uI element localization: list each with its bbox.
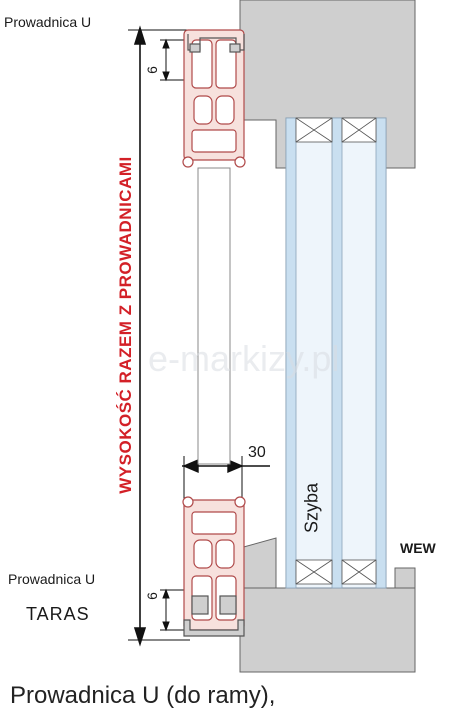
- caption: Prowadnica U (do ramy),: [10, 682, 276, 709]
- bottom-offset-value: 6: [143, 592, 160, 600]
- glass-pane-3: [375, 117, 387, 589]
- top-rail-channel: [187, 34, 245, 53]
- top-rail-label: Prowadnica U: [4, 14, 92, 30]
- top-offset-value: 6: [143, 66, 160, 74]
- height-dimension: [128, 25, 190, 647]
- taras-label: TARAS: [26, 604, 90, 624]
- height-label: WYSOKOŚĆ RAZEM Z PROWADNICAMI: [116, 156, 135, 494]
- top-rail-profile: [182, 29, 246, 168]
- bottom-rail-label: Prowadnica U: [8, 571, 96, 587]
- glass-pane-1: [285, 117, 297, 589]
- width-value: 30: [248, 444, 266, 461]
- bottom-rail-channel: [183, 595, 245, 637]
- frame-bottom-block: [239, 587, 416, 673]
- glass-pane-2: [331, 117, 343, 589]
- glass-label: Szyba: [301, 482, 322, 534]
- frame-bottom-lip: [239, 537, 277, 589]
- watermark: e-markizy.pl: [148, 338, 340, 379]
- panel-body: [197, 167, 231, 465]
- width-dimension: [182, 456, 270, 500]
- wew-label: WEW: [400, 540, 436, 556]
